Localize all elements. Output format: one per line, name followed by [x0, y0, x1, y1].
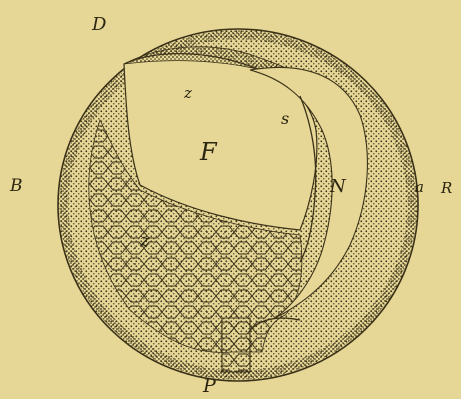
label-N: N — [329, 176, 347, 197]
tube-P — [222, 318, 250, 372]
label-F: F — [199, 138, 218, 166]
label-R: R — [440, 179, 452, 197]
label-P: P — [202, 375, 217, 397]
label-z-lower: z — [139, 230, 150, 251]
label-D: D — [91, 14, 107, 35]
label-a: a — [415, 178, 424, 196]
label-s: s — [281, 109, 289, 128]
label-B: B — [9, 176, 23, 196]
label-z-upper: z — [183, 84, 192, 102]
